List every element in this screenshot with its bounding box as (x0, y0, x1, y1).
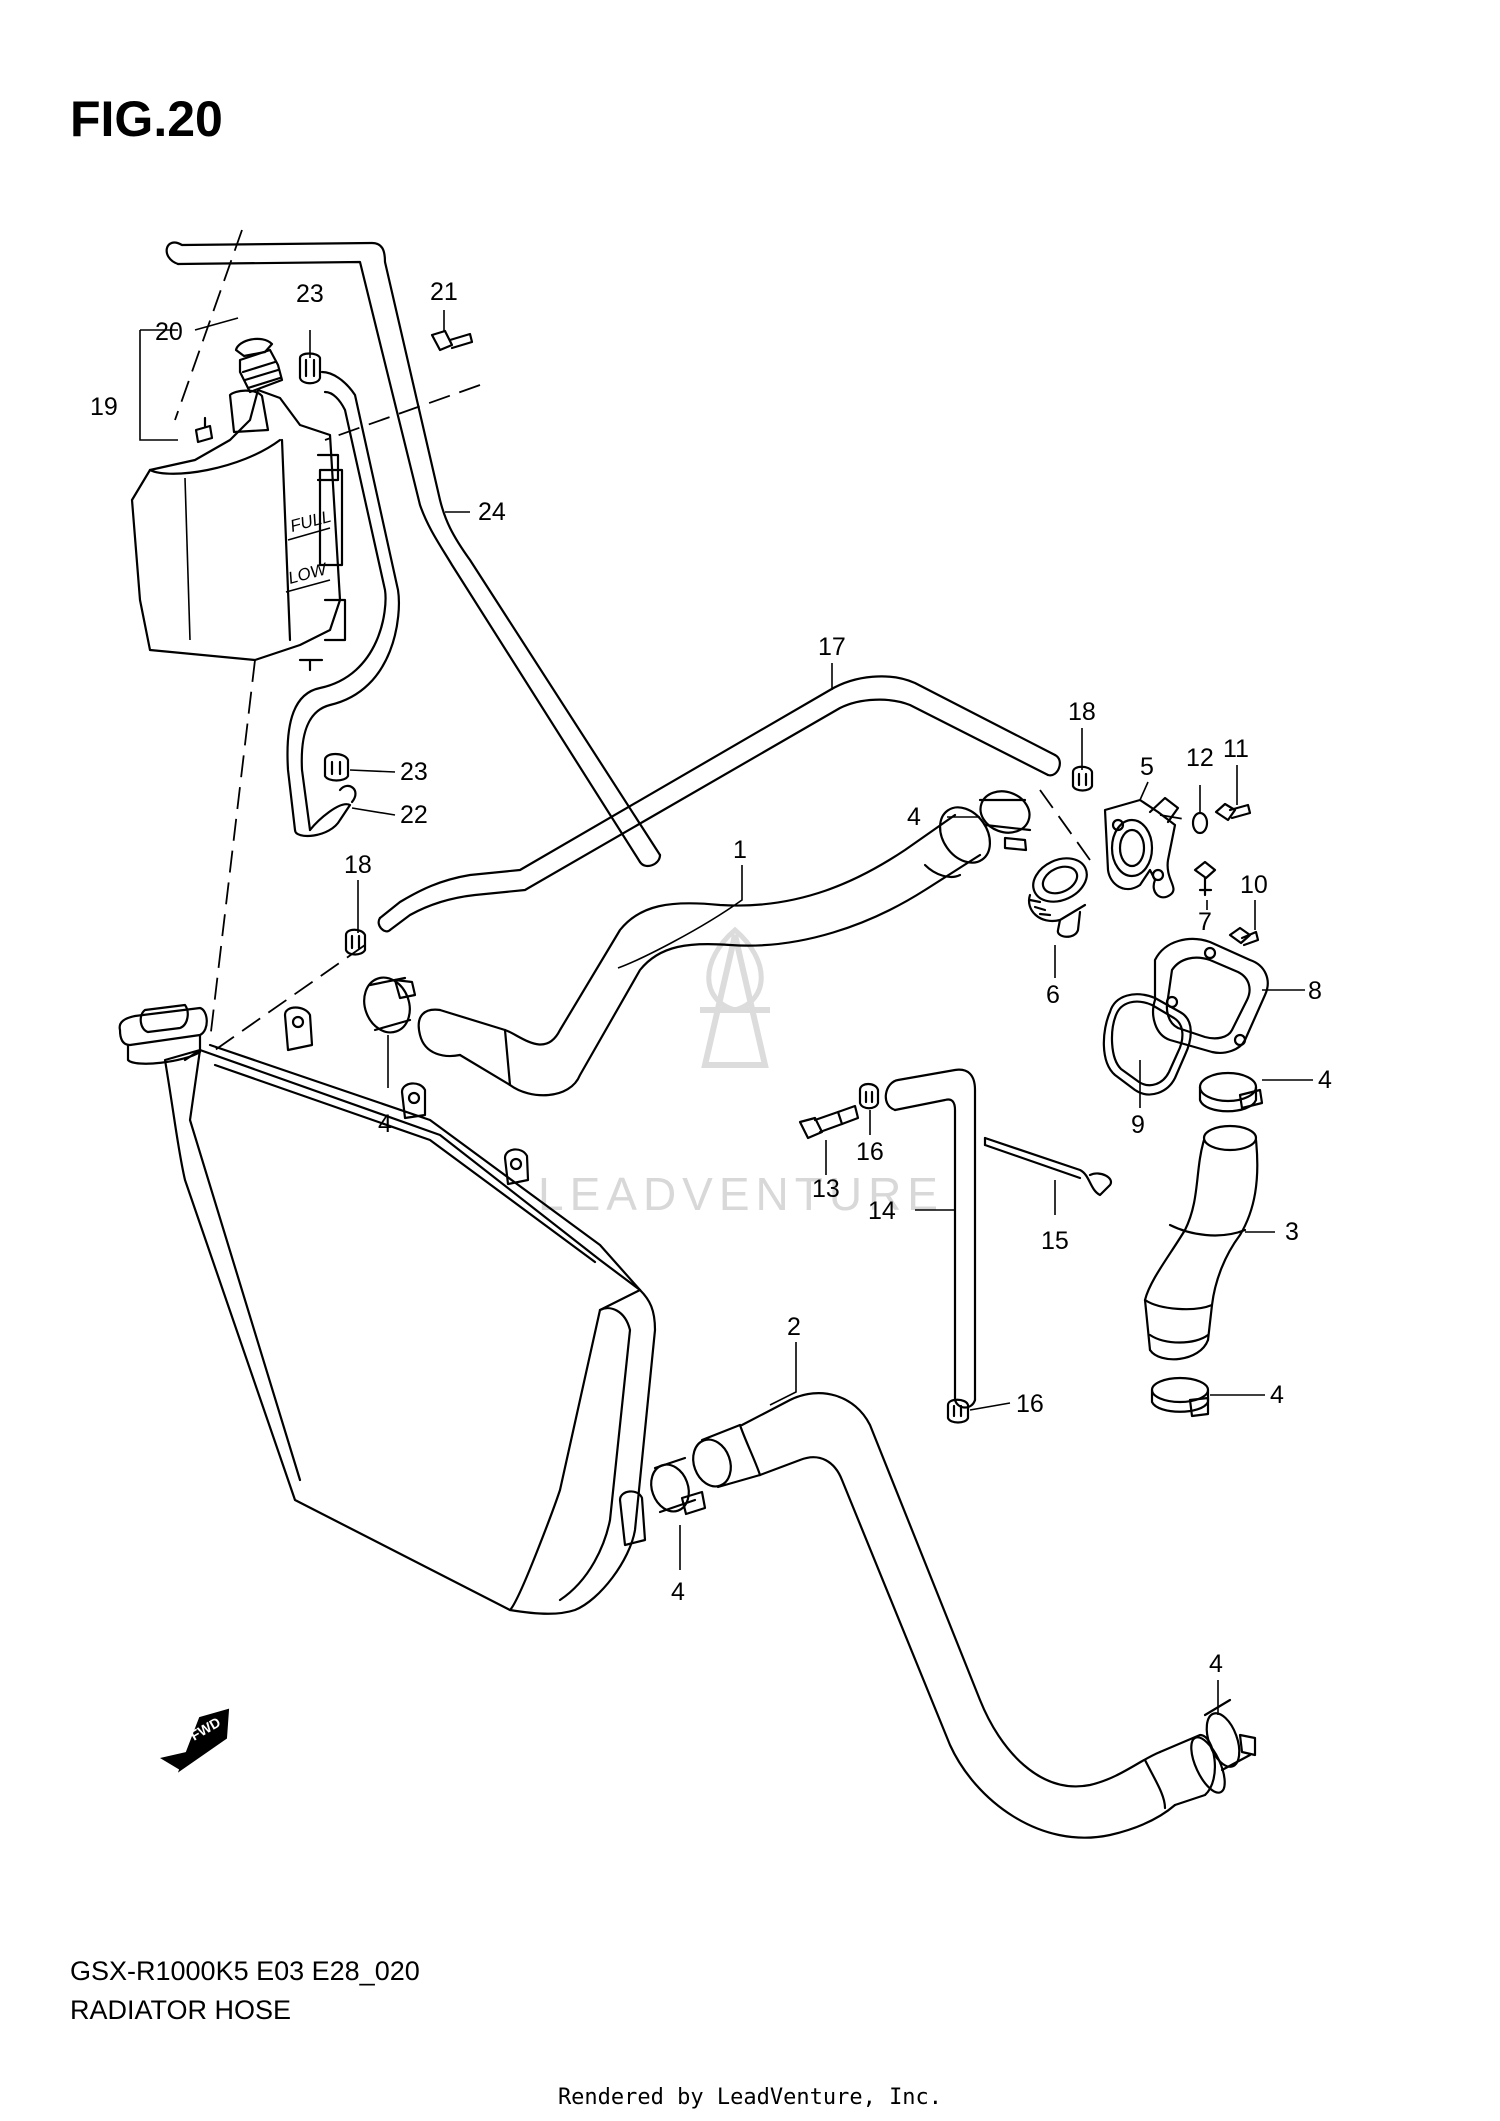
callout-21: 21 (430, 278, 458, 306)
radiator (118, 1003, 657, 1615)
reservoir-low-mark: LOW (286, 559, 330, 588)
callout-19: 19 (90, 393, 118, 421)
clamp-4-upper-left (363, 976, 417, 1034)
callout-4-lower-left: 4 (671, 1578, 685, 1606)
callout-1: 1 (733, 836, 747, 864)
bolt-21 (430, 329, 474, 352)
callout-4-upper-left: 4 (378, 1110, 392, 1138)
reservoir-full-mark: FULL (288, 507, 333, 536)
callout-3: 3 (1285, 1218, 1299, 1246)
callout-24: 24 (478, 498, 506, 526)
callout-7: 7 (1198, 908, 1212, 936)
watermark-text: LEADVENTURE (538, 1168, 944, 1220)
watermark: LEADVENTURE (538, 926, 944, 1220)
reservoir-hose (286, 370, 400, 837)
hose-3 (1143, 1124, 1259, 1361)
callouts: 1 2 3 4 4 4 4 4 4 5 6 7 8 9 10 11 12 13 … (90, 278, 1332, 1678)
callout-20: 20 (155, 318, 183, 346)
cover-8 (1152, 938, 1269, 1054)
callout-18-right: 18 (1068, 698, 1096, 726)
hose-2 (692, 1392, 1226, 1839)
callout-15: 15 (1041, 1227, 1069, 1255)
callout-5: 5 (1140, 753, 1154, 781)
clip-18-left (344, 928, 367, 956)
clip-23-top (298, 352, 322, 385)
callout-17: 17 (818, 633, 846, 661)
cable-tie-15 (983, 1136, 1113, 1197)
callout-13: 13 (812, 1175, 840, 1203)
figure-title: FIG.20 (70, 91, 223, 147)
rendered-by-credit: Rendered by LeadVenture, Inc. (557, 2085, 943, 2110)
thermostat-housing (1103, 796, 1180, 899)
callout-23-bottom: 23 (400, 758, 428, 786)
clamp-4-right-upper (1198, 1071, 1264, 1113)
callout-4-bottom-right: 4 (1209, 1650, 1223, 1678)
clamp-4-upper-right (978, 790, 1032, 852)
clip-16-lower (946, 1398, 970, 1424)
callout-2: 2 (787, 1313, 801, 1341)
callout-18-left: 18 (344, 851, 372, 879)
callout-8: 8 (1308, 977, 1322, 1005)
forward-arrow: FWD (160, 1708, 230, 1773)
o-ring-12 (1191, 811, 1209, 835)
callout-6: 6 (1046, 981, 1060, 1009)
callout-12: 12 (1186, 744, 1214, 772)
clip-23-bottom (323, 752, 350, 782)
assembly-lines (174, 229, 1191, 1051)
callout-16-upper: 16 (856, 1138, 884, 1166)
bolt-7 (1193, 860, 1217, 897)
clamp-4-bottom-right (1203, 1698, 1257, 1772)
bolt-10 (1228, 926, 1260, 947)
overflow-hose (165, 241, 662, 868)
hose-1 (417, 806, 992, 1097)
clip-16-upper (858, 1082, 880, 1110)
callout-4-right-upper: 4 (1318, 1066, 1332, 1094)
callout-11: 11 (1223, 735, 1249, 763)
clamp-4-lower-left (650, 1456, 707, 1516)
callout-14: 14 (868, 1197, 896, 1225)
callout-16-lower: 16 (1016, 1390, 1044, 1418)
model-code: GSX-R1000K5 E03 E28_020 (70, 1956, 420, 1986)
hose-14 (884, 1068, 977, 1409)
callout-10: 10 (1240, 871, 1268, 899)
thermostat (1027, 857, 1088, 938)
callout-4-right-lower: 4 (1270, 1381, 1284, 1409)
bolt-11 (1214, 802, 1252, 822)
callout-23-top: 23 (296, 280, 324, 308)
clamp-4-right-lower (1150, 1376, 1210, 1418)
callout-4-upper-right: 4 (907, 803, 921, 831)
fitting-13 (798, 1104, 860, 1140)
section-name: RADIATOR HOSE (70, 1995, 292, 2025)
hose-17 (377, 675, 1061, 933)
callout-22: 22 (400, 801, 428, 829)
callout-9: 9 (1131, 1111, 1145, 1139)
leader-lines (139, 310, 1313, 1715)
clip-18-right (1071, 765, 1094, 792)
reservoir-tank: FULL LOW (130, 337, 347, 672)
gasket-9 (1102, 993, 1192, 1096)
